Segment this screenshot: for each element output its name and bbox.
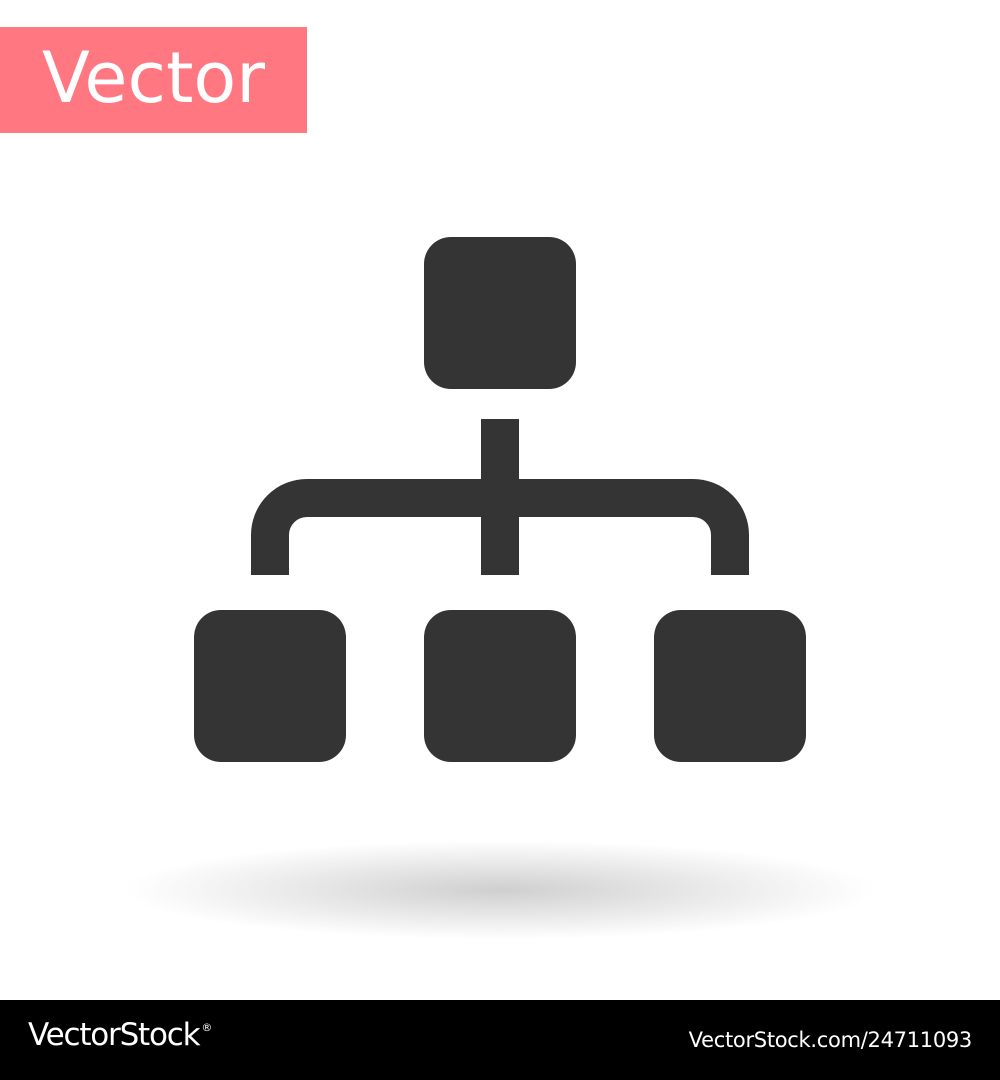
vector-badge: Vector (0, 27, 307, 133)
child-node-right-icon (654, 610, 806, 762)
child-node-left-icon (194, 610, 346, 762)
child-node-center-icon (424, 610, 576, 762)
footer-image-id: VectorStock.com/24711093 (688, 1028, 973, 1052)
root-node-icon (424, 237, 576, 389)
connector-branch-icon (251, 479, 749, 575)
vector-badge-label: Vector (41, 37, 266, 119)
footer-bar: VectorStock® VectorStock.com/24711093 (0, 1000, 1000, 1080)
footer-brand: VectorStock® (28, 1017, 212, 1053)
registered-mark: ® (201, 1021, 212, 1034)
hierarchy-icon (194, 237, 806, 762)
footer-brand-name: VectorStock (28, 1017, 201, 1053)
icon-shadow (120, 840, 880, 940)
